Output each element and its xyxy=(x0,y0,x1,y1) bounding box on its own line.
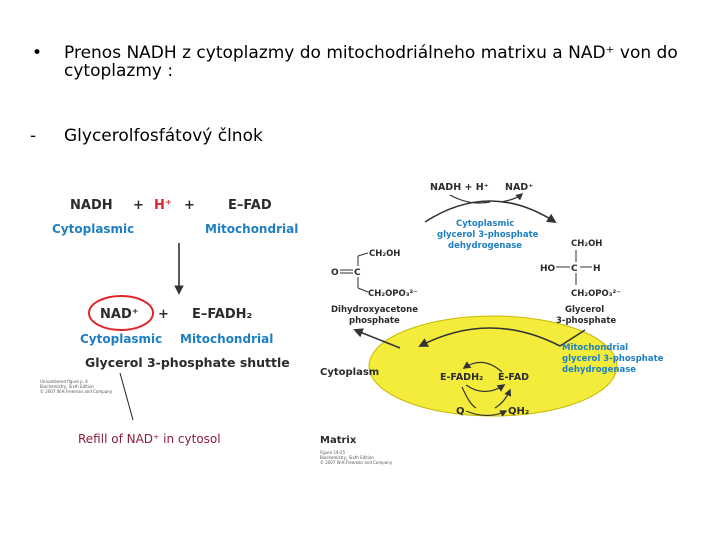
nad-curve xyxy=(499,193,524,203)
mitochondrial-label-bottom: Mitochondrial xyxy=(180,332,273,346)
credit-line: © 2007 W.H.Freeman and Company xyxy=(320,460,393,465)
right-shuttle-figure: NADH + H⁺ NAD⁺ Cytoplasmic glycerol 3-ph… xyxy=(318,182,664,465)
g3p-ch2oh: CH₂OH xyxy=(571,239,602,249)
dhap-name: Dihydroxyacetone xyxy=(331,305,418,315)
credit-line: Biochemistry, Sixth Edition xyxy=(320,455,374,460)
bullet-text: Prenos NADH z cytoplazmy do mitochodriál… xyxy=(64,43,678,81)
mitochondrial-label-top: Mitochondrial xyxy=(205,222,298,236)
bullet-text: Glycerolfosfátový člnok xyxy=(64,126,263,146)
nadh-label: NADH xyxy=(70,198,113,213)
annotation-pointer xyxy=(119,372,134,421)
dhap-return-arrow xyxy=(353,328,401,349)
hplus-label: H⁺ xyxy=(154,198,172,213)
g3p-name: Glycerol xyxy=(565,305,604,315)
nad-highlight-circle xyxy=(88,295,154,331)
credit-line: Unnumbered figure p. 4 xyxy=(40,379,88,384)
plus-sign: + xyxy=(133,198,144,213)
q-reduction-arrow xyxy=(465,410,508,417)
credit-line: Figure 19-25 xyxy=(320,450,346,455)
fad-reoxidation-arrow xyxy=(465,384,506,393)
ellipse-flow-arrow xyxy=(418,327,561,347)
efadh2-label: E-FADH₂ xyxy=(440,372,483,383)
nadplus-label: NAD⁺ xyxy=(100,307,139,322)
efadh2-label: E–FADH₂ xyxy=(192,307,252,322)
mito-enzyme-label: Mitochondrial xyxy=(562,343,628,353)
inner-membrane xyxy=(318,390,664,428)
refill-annotation: Refill of NAD⁺ in cytosol xyxy=(78,432,221,446)
matrix-label: Matrix xyxy=(320,435,357,446)
credit-line: © 2007 W.H.Freeman and Company xyxy=(40,389,113,394)
q-curve xyxy=(461,386,477,409)
cytoplasmic-label-top: Cytoplasmic xyxy=(52,222,134,236)
g3p-entry-line xyxy=(559,329,586,347)
mito-enzyme-label: dehydrogenase xyxy=(562,365,636,375)
cyto-enzyme-label: dehydrogenase xyxy=(448,241,522,251)
nadh-curve xyxy=(449,194,491,204)
nad-label: NAD⁺ xyxy=(505,182,533,193)
dhap-carbon: C xyxy=(354,268,361,278)
left-shuttle-figure: NADH + H⁺ + E–FAD Cytoplasmic Mitochondr… xyxy=(40,198,298,446)
cyto-enzyme-label: Cytoplasmic xyxy=(456,219,514,229)
g3p-name: 3-phosphate xyxy=(556,316,616,326)
efad-label: E–FAD xyxy=(228,198,272,213)
credit-line: Biochemistry, Sixth Edition xyxy=(40,384,94,389)
g3p-carbon: C xyxy=(571,264,578,274)
nadh-h-label: NADH + H⁺ xyxy=(430,182,489,193)
dhap-oxygen: O xyxy=(331,268,339,278)
bullet-marker: • xyxy=(32,43,43,63)
mito-enzyme-label: glycerol 3-phosphate xyxy=(562,354,664,364)
cytoplasmic-label-bottom: Cytoplasmic xyxy=(80,332,162,346)
bond xyxy=(357,287,369,293)
dhap-ch2opo3: CH₂OPO₃²⁻ xyxy=(368,289,418,299)
g3p-hydrogen: H xyxy=(593,264,601,274)
dhap-name: phosphate xyxy=(349,316,400,326)
cyto-enzyme-label: glycerol 3-phosphate xyxy=(437,230,539,240)
cyto-reaction-arrow xyxy=(424,200,557,224)
fad-reduction-arrow xyxy=(462,361,503,373)
plus-sign: + xyxy=(158,307,169,322)
g3p-ch2opo3: CH₂OPO₃²⁻ xyxy=(571,289,621,299)
qh2-label: QH₂ xyxy=(508,406,529,417)
cytoplasm-label: Cytoplasm xyxy=(320,367,379,378)
efad-label: E-FAD xyxy=(498,372,529,383)
dhap-ch2oh: CH₂OH xyxy=(369,249,400,259)
dash-marker: - xyxy=(30,126,37,146)
q-label: Q xyxy=(456,406,465,417)
g3p-ho: HO xyxy=(540,264,556,274)
qh2-curve xyxy=(494,388,512,409)
plus-sign: + xyxy=(184,198,195,213)
bond xyxy=(357,252,369,257)
shuttle-caption: Glycerol 3-phosphate shuttle xyxy=(85,355,290,370)
